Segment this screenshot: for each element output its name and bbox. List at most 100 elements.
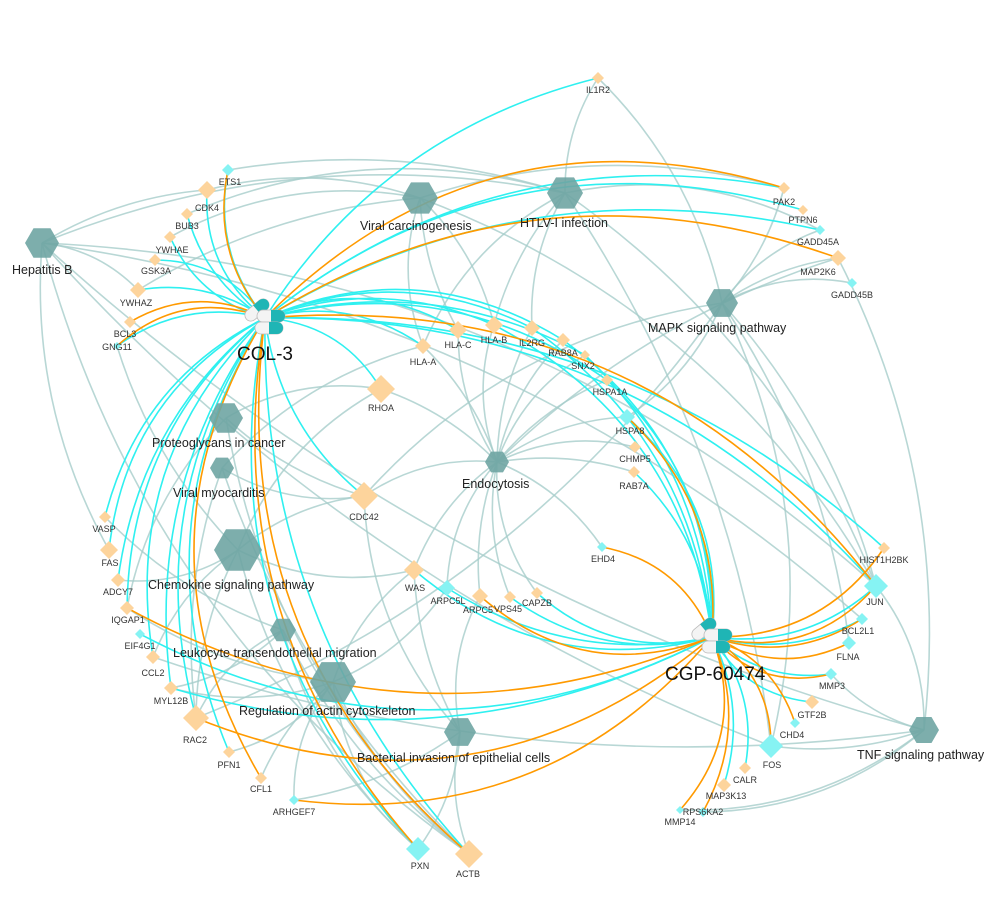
pathway-node-chemokine-signaling-pathway[interactable]: Chemokine signaling pathway xyxy=(148,529,315,592)
diamond-icon xyxy=(415,338,431,354)
gene-node-hspa8[interactable]: HSPA8 xyxy=(616,409,645,436)
gene-node-cdc42[interactable]: CDC42 xyxy=(349,482,379,522)
diamond-icon xyxy=(759,734,783,758)
diamond-icon xyxy=(113,342,121,350)
pathway-edge xyxy=(380,388,498,463)
drug-node-cgp-60474[interactable]: CGP-60474 xyxy=(665,615,766,685)
gene-label: CDC42 xyxy=(349,512,379,522)
gene-node-rab7a[interactable]: RAB7A xyxy=(619,466,649,491)
gene-node-hla-b[interactable]: HLA-B xyxy=(481,316,508,345)
gene-node-cfl1[interactable]: CFL1 xyxy=(250,772,272,794)
gene-label: CALR xyxy=(733,775,758,785)
gene-node-was[interactable]: WAS xyxy=(404,560,425,593)
gene-node-rhoa[interactable]: RHOA xyxy=(367,375,395,413)
gene-node-bcl2l1[interactable]: BCL2L1 xyxy=(842,613,875,636)
gene-node-gadd45a[interactable]: GADD45A xyxy=(797,225,839,247)
gene-node-iqgap1[interactable]: IQGAP1 xyxy=(111,601,145,625)
gene-node-cdk4[interactable]: CDK4 xyxy=(195,181,219,213)
gene-node-arhgef7[interactable]: ARHGEF7 xyxy=(273,795,316,817)
gene-node-gadd45b[interactable]: GADD45B xyxy=(831,278,873,300)
gene-node-hla-a[interactable]: HLA-A xyxy=(410,338,437,367)
gene-node-pak2[interactable]: PAK2 xyxy=(773,182,795,207)
drug-gene-edge-cyan xyxy=(264,182,804,319)
gene-node-vasp[interactable]: VASP xyxy=(92,511,116,534)
pathway-node-leukocyte-transendothelial-migration[interactable]: Leukocyte transendothelial migration xyxy=(173,618,377,660)
pathway-node-viral-myocarditis[interactable]: Viral myocarditis xyxy=(173,457,264,500)
gene-node-adcy7[interactable]: ADCY7 xyxy=(103,573,133,597)
gene-node-gng11[interactable]: GNG11 xyxy=(102,342,132,352)
gene-node-mmp3[interactable]: MMP3 xyxy=(819,668,845,691)
drug-gene-edge-cyan xyxy=(413,569,713,651)
pathway-edge xyxy=(116,345,239,551)
gene-node-mmp14[interactable]: MMP14 xyxy=(664,806,696,827)
pathway-node-mapk-signaling-pathway[interactable]: MAPK signaling pathway xyxy=(648,289,787,335)
pathway-node-proteoglycans-in-cancer[interactable]: Proteoglycans in cancer xyxy=(152,403,285,450)
diamond-icon xyxy=(198,181,216,199)
gene-node-ehd4[interactable]: EHD4 xyxy=(591,542,615,564)
gene-node-bcl3[interactable]: BCL3 xyxy=(114,316,137,339)
pathway-node-endocytosis[interactable]: Endocytosis xyxy=(462,451,529,491)
gene-node-ccl2[interactable]: CCL2 xyxy=(141,650,165,678)
pathway-label: TNF signaling pathway xyxy=(857,748,985,762)
diamond-icon xyxy=(99,511,111,523)
pathway-node-htlv-i-infection[interactable]: HTLV-I infection xyxy=(520,177,608,230)
gene-node-map3k13[interactable]: MAP3K13 xyxy=(706,778,747,801)
gene-node-hspa1a[interactable]: HSPA1A xyxy=(593,374,628,397)
gene-node-rab8a[interactable]: RAB8A xyxy=(548,333,578,358)
drug-gene-edge-cyan xyxy=(146,317,266,658)
gene-node-ptpn6[interactable]: PTPN6 xyxy=(788,205,818,225)
drug-gene-edge-orange xyxy=(264,314,877,587)
gene-node-pxn[interactable]: PXN xyxy=(406,837,430,871)
gene-node-flna[interactable]: FLNA xyxy=(836,636,860,662)
gene-node-snx2[interactable]: SNX2 xyxy=(571,350,595,371)
gene-node-rps6ka2[interactable]: RPS6KA2 xyxy=(683,807,724,817)
gene-node-calr[interactable]: CALR xyxy=(733,762,758,785)
gene-node-chd4[interactable]: CHD4 xyxy=(780,718,805,740)
pathway-edge xyxy=(419,164,785,199)
gene-node-capzb[interactable]: CAPZB xyxy=(522,587,552,608)
gene-node-bub3[interactable]: BUB3 xyxy=(175,208,199,231)
gene-node-arpc5l[interactable]: ARPC5L xyxy=(430,580,466,606)
drug-node-col-3[interactable]: COL-3 xyxy=(237,296,293,365)
gene-label: VASP xyxy=(92,524,115,534)
gene-node-il1r2[interactable]: IL1R2 xyxy=(586,72,610,95)
gene-node-rac2[interactable]: RAC2 xyxy=(183,705,209,745)
diamond-icon xyxy=(531,587,543,599)
pathway-edge xyxy=(419,197,495,326)
gene-label: RAB7A xyxy=(619,481,649,491)
gene-node-ywhaz[interactable]: YWHAZ xyxy=(120,282,153,308)
gene-node-actb[interactable]: ACTB xyxy=(455,840,483,879)
pathway-node-bacterial-invasion-of-epithelial-cells[interactable]: Bacterial invasion of epithelial cells xyxy=(357,718,550,765)
gene-node-eif4g1[interactable]: EIF4G1 xyxy=(124,629,156,651)
gene-node-fos[interactable]: FOS xyxy=(759,734,783,770)
gene-node-myl12b[interactable]: MYL12B xyxy=(154,681,189,706)
gene-node-hist1h2bk[interactable]: HIST1H2BK xyxy=(859,542,909,565)
gene-node-il2rg[interactable]: IL2RG xyxy=(519,320,545,348)
drug-gene-edge-orange xyxy=(254,317,419,850)
gene-node-arpc5[interactable]: ARPC5 xyxy=(463,588,493,615)
gene-node-chmp5[interactable]: CHMP5 xyxy=(619,441,651,464)
gene-node-vps45[interactable]: VPS45 xyxy=(494,591,522,614)
hexagon-icon xyxy=(444,718,476,746)
gene-node-gsk3a[interactable]: GSK3A xyxy=(141,254,171,276)
gene-node-map2k6[interactable]: MAP2K6 xyxy=(800,250,846,277)
pathway-edge xyxy=(564,77,599,194)
pathway-node-regulation-of-actin-cytoskeleton[interactable]: Regulation of actin cytoskeleton xyxy=(239,662,416,718)
gene-node-jun[interactable]: JUN xyxy=(864,574,888,607)
gene-label: HLA-A xyxy=(410,357,437,367)
gene-node-ets1[interactable]: ETS1 xyxy=(219,164,242,187)
pathway-edge xyxy=(225,417,365,497)
gene-node-pfn1[interactable]: PFN1 xyxy=(217,746,241,770)
diamond-icon xyxy=(439,580,455,596)
pathway-node-viral-carcinogenesis[interactable]: Viral carcinogenesis xyxy=(360,182,472,233)
gene-node-gtf2b[interactable]: GTF2B xyxy=(797,695,827,720)
drug-gene-edge-orange xyxy=(126,607,713,695)
diamond-icon xyxy=(825,668,837,680)
pathway-edge xyxy=(491,461,511,598)
pathway-node-hepatitis-b[interactable]: Hepatitis B xyxy=(12,228,72,277)
gene-node-ywhae[interactable]: YWHAE xyxy=(155,231,189,255)
pathway-edge xyxy=(41,242,863,620)
gene-node-fas[interactable]: FAS xyxy=(100,541,119,568)
gene-node-hla-c[interactable]: HLA-C xyxy=(444,321,472,350)
pathway-node-tnf-signaling-pathway[interactable]: TNF signaling pathway xyxy=(857,717,985,762)
